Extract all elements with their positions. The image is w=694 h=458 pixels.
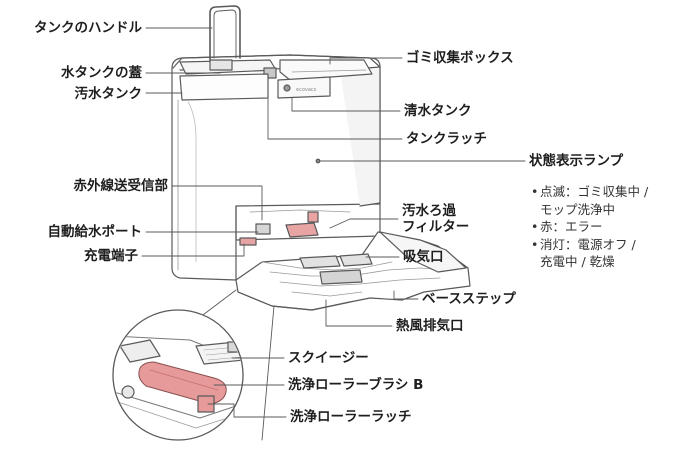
label-tank-handle: タンクのハンドル: [34, 20, 142, 36]
label-squeegee: スクイージー: [288, 350, 369, 366]
status-light-legend: •点滅：ゴミ収集中 /モップ洗浄中 •赤：エラー •消灯：電源オフ /充電中 /…: [531, 183, 648, 271]
label-auto-water-port: 自動給水ポート: [47, 224, 143, 240]
docking-bay: [235, 203, 381, 246]
label-dust-bin: ゴミ収集ボックス: [406, 50, 514, 66]
base-ramp: [235, 231, 471, 311]
station-top: [172, 5, 381, 101]
leader-base-step: [393, 290, 419, 300]
label-water-tank-lid: 水タンクの蓋: [61, 65, 142, 81]
leader-lines: [141, 27, 526, 418]
label-filter-line2: フィルター: [402, 219, 470, 235]
status-item: •消灯：電源オフ /充電中 / 乾燥: [531, 236, 636, 270]
leader-infrared: [171, 185, 263, 221]
leader-hot-air-vent: [325, 299, 393, 327]
label-roller-latch: 洗浄ローラーラッチ: [290, 409, 412, 425]
label-clean-water-tank: 清水タンク: [404, 103, 472, 119]
status-item: •赤：エラー: [531, 219, 603, 234]
label-base-step: ベースステップ: [422, 291, 516, 307]
leader-filter: [329, 218, 399, 229]
leader-tank-latch: [267, 77, 403, 140]
label-tank-latch: タンクラッチ: [406, 131, 487, 147]
label-filter-line1: 汚水ろ過: [402, 203, 456, 219]
leader-charging-terminal: [141, 243, 245, 257]
status-item: •点滅：ゴミ収集中 /モップ洗浄中: [531, 184, 649, 217]
leader-roller-latch: [207, 403, 287, 418]
label-dirty-water-tank: 汚水タンク: [74, 86, 143, 102]
device-logo: ecovacs: [296, 87, 317, 93]
label-dirty-water-filter: 汚水ろ過 フィルター: [402, 203, 469, 235]
leader-dust-bin: [329, 57, 403, 65]
zoom-detail: [112, 309, 244, 441]
label-suction-port: 吸気口: [403, 249, 444, 265]
status-light-dot: [315, 158, 321, 164]
label-hot-air-vent: 熱風排気口: [396, 318, 464, 334]
label-roller-brush-b: 洗浄ローラーブラシ B: [288, 377, 424, 393]
label-infrared-transceiver: 赤外線送受信部: [73, 178, 169, 194]
leader-clean-water-tank: [291, 97, 401, 112]
label-charging-terminal: 充電端子: [84, 248, 138, 264]
label-status-light: 状態表示ランプ: [529, 153, 624, 169]
